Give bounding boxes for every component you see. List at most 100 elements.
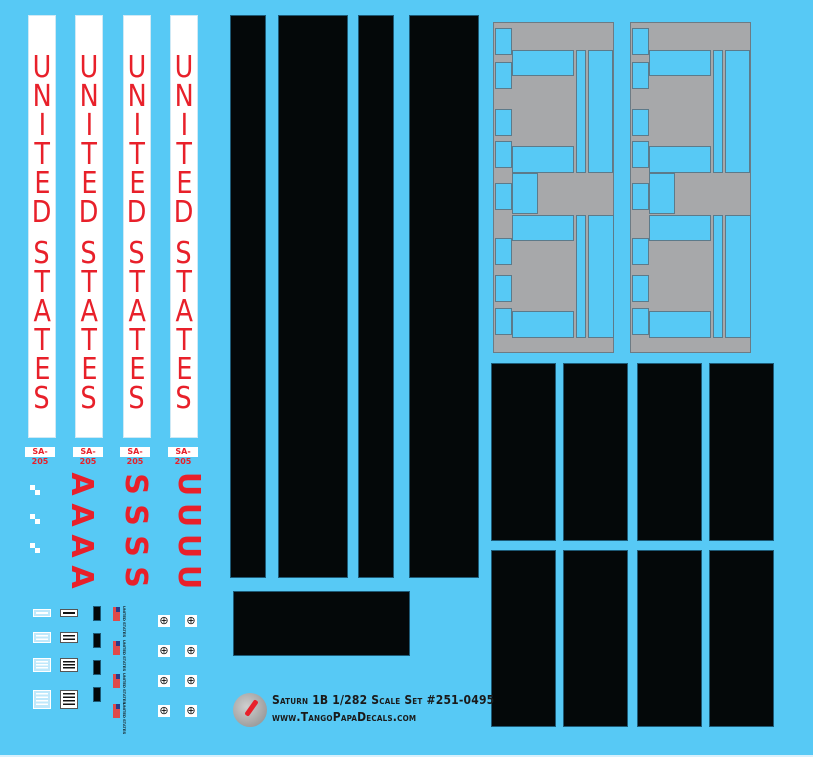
- letter: U: [174, 50, 194, 85]
- letter-u: U: [171, 564, 206, 590]
- roll-mark-icon: ⊕: [185, 704, 197, 717]
- united-states-strip-4: U N I T E D S T A T E S: [171, 16, 197, 437]
- letter: E: [175, 352, 193, 387]
- us-flag-icon: [113, 607, 120, 621]
- letter: A: [128, 294, 146, 329]
- letter-u: U: [171, 502, 206, 528]
- letter: D: [32, 195, 52, 230]
- black-panel-r2c4: [709, 550, 774, 727]
- black-bar-3: [358, 15, 394, 578]
- letter: T: [176, 323, 192, 358]
- gray-panel-1: [493, 22, 614, 353]
- letter: T: [81, 137, 97, 172]
- letter: E: [80, 352, 98, 387]
- letter: T: [129, 323, 145, 358]
- letter: A: [80, 294, 98, 329]
- letter: U: [32, 50, 52, 85]
- letter: E: [80, 166, 98, 201]
- letter: S: [128, 236, 146, 271]
- letter: D: [174, 195, 194, 230]
- flag-text: UNITED STATES: [122, 640, 127, 672]
- black-panel-r1c4: [709, 363, 774, 541]
- set-title: Saturn 1B 1/282 Scale Set #251-0495: [272, 693, 495, 707]
- letter: S: [33, 381, 51, 416]
- black-bar-2: [278, 15, 348, 578]
- letter: D: [127, 195, 147, 230]
- letter-u: U: [171, 533, 206, 559]
- letter: T: [34, 137, 50, 172]
- letter: I: [180, 108, 188, 143]
- letter-a: A: [64, 503, 99, 527]
- letter: N: [79, 79, 99, 114]
- letter: S: [33, 236, 51, 271]
- letter: D: [79, 195, 99, 230]
- roll-mark-icon: ⊕: [158, 614, 170, 627]
- flag-text: UNITED STATES: [122, 703, 127, 735]
- roll-mark-icon: ⊕: [158, 704, 170, 717]
- us-flag-icon: [113, 674, 120, 688]
- letter: T: [81, 323, 97, 358]
- letter: T: [34, 323, 50, 358]
- letter: U: [127, 50, 147, 85]
- letter: S: [175, 381, 193, 416]
- letter: T: [34, 265, 50, 300]
- black-panel-r2c2: [563, 550, 628, 727]
- letter-a: A: [64, 565, 99, 589]
- letter: T: [129, 137, 145, 172]
- roll-mark-icon: ⊕: [185, 674, 197, 687]
- black-bar-1: [230, 15, 266, 578]
- letter: E: [128, 166, 146, 201]
- letter-s: S: [118, 566, 153, 588]
- letter-s: S: [118, 535, 153, 557]
- letter: E: [128, 352, 146, 387]
- letter: I: [85, 108, 93, 143]
- letter: T: [81, 265, 97, 300]
- flag-text: UNITED STATES: [122, 673, 127, 705]
- black-panel-r2c3: [637, 550, 702, 727]
- flag-text: UNITED STATES: [122, 606, 127, 638]
- black-wide-rect: [233, 591, 410, 656]
- letter: N: [174, 79, 194, 114]
- gray-panel-2: [630, 22, 751, 353]
- letter: S: [175, 236, 193, 271]
- letter: S: [80, 236, 98, 271]
- letter-u: U: [171, 471, 206, 497]
- black-panel-r2c1: [491, 550, 556, 727]
- sa-205-label: SA-205: [168, 447, 198, 466]
- united-states-strip-3: U N I T E D S T A T E S: [124, 16, 150, 437]
- letter-s: S: [118, 504, 153, 526]
- sa-205-label: SA-205: [120, 447, 150, 466]
- roll-mark-icon: ⊕: [158, 674, 170, 687]
- letter-s: S: [118, 473, 153, 495]
- black-panel-r1c3: [637, 363, 702, 541]
- letter: N: [32, 79, 52, 114]
- letter: S: [80, 381, 98, 416]
- letter: T: [176, 137, 192, 172]
- letter: S: [128, 381, 146, 416]
- letter: T: [176, 265, 192, 300]
- united-states-strip-1: U N I T E D S T A T E S: [29, 16, 55, 437]
- letter: A: [175, 294, 193, 329]
- letter-a: A: [64, 472, 99, 496]
- tango-papa-logo-icon: [233, 693, 267, 727]
- letter: E: [33, 352, 51, 387]
- united-states-strip-2: U N I T E D S T A T E S: [76, 16, 102, 437]
- black-bar-4: [409, 15, 479, 578]
- letter: E: [33, 166, 51, 201]
- black-panel-r1c1: [491, 363, 556, 541]
- letter: T: [129, 265, 145, 300]
- letter: I: [38, 108, 46, 143]
- letter-a: A: [64, 534, 99, 558]
- letter: N: [127, 79, 147, 114]
- roll-mark-icon: ⊕: [158, 644, 170, 657]
- roll-mark-icon: ⊕: [185, 614, 197, 627]
- sa-205-label: SA-205: [25, 447, 55, 466]
- letter: I: [133, 108, 141, 143]
- black-panel-r1c2: [563, 363, 628, 541]
- letter: E: [175, 166, 193, 201]
- letter: A: [33, 294, 51, 329]
- website-url[interactable]: www.TangoPapaDecals.com: [272, 710, 417, 724]
- sa-205-label: SA-205: [73, 447, 103, 466]
- roll-mark-icon: ⊕: [185, 644, 197, 657]
- us-flag-icon: [113, 641, 120, 655]
